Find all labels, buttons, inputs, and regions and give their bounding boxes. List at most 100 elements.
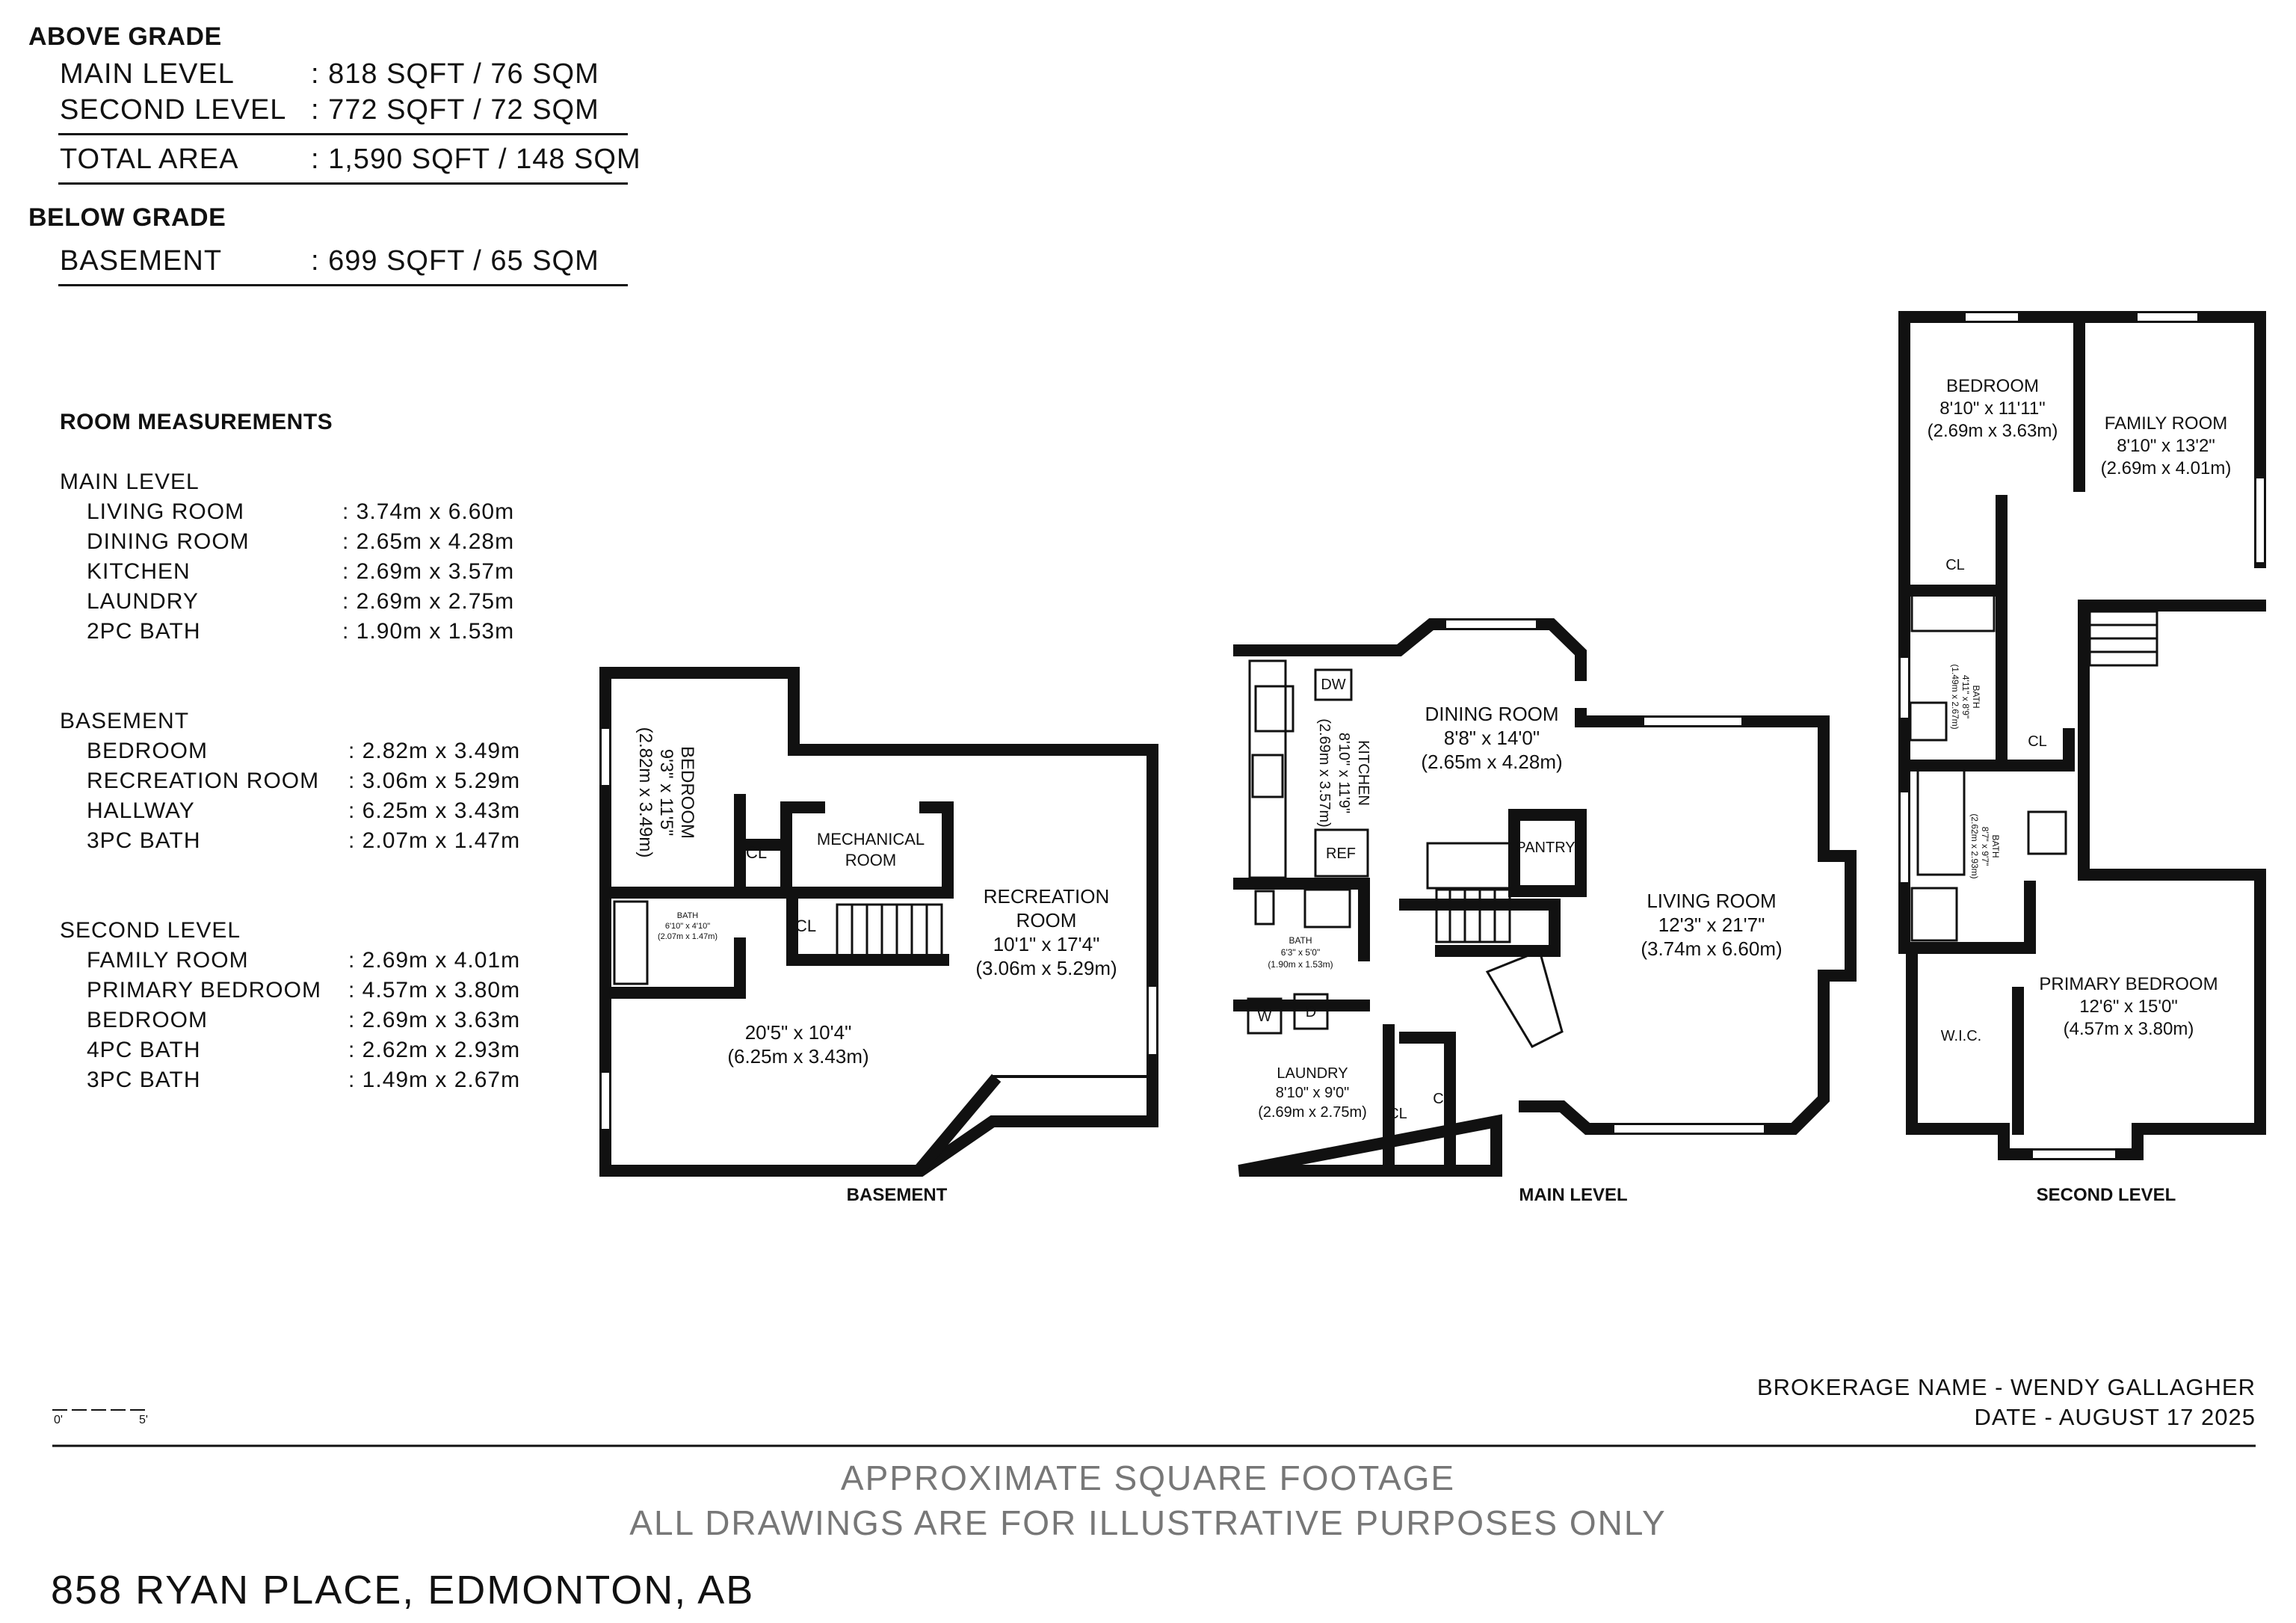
scale-end: 5' [139, 1414, 148, 1426]
room-metric: (1.90m x 1.53m) [1268, 959, 1333, 970]
room-size: : 4.57m x 3.80m [348, 978, 521, 1003]
room-size: : 2.69m x 2.75m [342, 589, 515, 614]
room-name: FAMILY ROOM [2105, 413, 2227, 434]
room-name: HALLWAY [87, 798, 195, 823]
room-dimension: 10'1" x 17'4" [993, 933, 1100, 955]
room-size: : 2.69m x 3.63m [348, 1008, 521, 1032]
room-dimension: 8'10" x 9'0" [1276, 1085, 1350, 1101]
room-size: : 2.07m x 1.47m [348, 828, 521, 853]
room-name: RECREATION ROOM [87, 769, 320, 793]
main-level-labels: DINING ROOM 8'8" x 14'0" (2.65m x 4.28m)… [1258, 677, 1783, 1205]
room-metric: (2.82m x 3.49m) [635, 727, 655, 858]
room-name: 2PC BATH [87, 619, 201, 644]
room-size: : 2.69m x 4.01m [348, 948, 521, 973]
dryer [1293, 993, 1329, 1030]
pantry-label: PANTRY [1516, 840, 1575, 856]
above-grade-heading: ABOVE GRADE [28, 22, 222, 51]
room-name: BATH [1289, 935, 1312, 946]
room-dimension: 8'10" x 11'11" [1939, 398, 2045, 419]
room-dimension: 4'11" x 8'9" [1960, 675, 1971, 718]
basement-exterior-wall [599, 667, 1158, 1177]
room-dimension: 12'6" x 15'0" [2079, 997, 2178, 1017]
dishwasher-label: DW [1321, 677, 1345, 693]
walk-in-closet-label: W.I.C. [1941, 1028, 1981, 1044]
room-dimension: 9'3" x 11'5" [656, 749, 676, 837]
windows [602, 313, 2264, 1158]
total-area-value: : 1,590 SQFT / 148 SQM [311, 144, 641, 175]
room-name: BEDROOM [87, 1008, 209, 1032]
room-name: RECREATION [984, 885, 1110, 908]
room-size: : 3.06m x 5.29m [348, 769, 521, 793]
room-metric: (4.57m x 3.80m) [2064, 1019, 2194, 1039]
room-name: LIVING ROOM [87, 499, 245, 524]
room-metric: (2.69m x 3.57m) [1316, 718, 1333, 828]
room-name: 4PC BATH [87, 1038, 201, 1062]
room-measurements-heading: ROOM MEASUREMENTS [60, 410, 333, 434]
room-name: KITCHEN [87, 559, 191, 584]
room-size: : 2.62m x 2.93m [348, 1038, 521, 1062]
room-size: : 2.69m x 3.57m [342, 559, 515, 584]
basement-area-value: : 699 SQFT / 65 SQM [311, 245, 599, 277]
closet-label: CL [1433, 1091, 1452, 1107]
second-level-floor-title: SECOND LEVEL [2037, 1185, 2176, 1205]
room-name: LAUNDRY [1277, 1065, 1348, 1082]
room-metric: (3.06m x 5.29m) [975, 957, 1117, 979]
second-level-labels: BEDROOM 8'10" x 11'11" (2.69m x 3.63m) F… [1928, 376, 2232, 1205]
room-name: DINING ROOM [1425, 703, 1558, 725]
dishwasher [1314, 668, 1353, 701]
fixtures [613, 591, 2158, 1048]
room-name: BATH [677, 911, 699, 920]
room-name: ROOM [845, 851, 896, 869]
basin [1303, 888, 1351, 928]
room-name: BEDROOM [677, 746, 697, 839]
room-name: BEDROOM [87, 739, 209, 763]
dryer-label: D [1306, 1004, 1316, 1020]
room-name: FAMILY ROOM [87, 948, 249, 973]
room-metric: (3.74m x 6.60m) [1641, 937, 1782, 960]
property-address: 858 RYAN PLACE, EDMONTON, AB [51, 1568, 755, 1613]
illustrative-disclaimer: ALL DRAWINGS ARE FOR ILLUSTRATIVE PURPOS… [629, 1503, 1667, 1542]
plan-date: DATE - AUGUST 17 2025 [1974, 1404, 2256, 1430]
room-metric: (2.69m x 2.75m) [1258, 1104, 1367, 1121]
room-name: MECHANICAL [817, 830, 925, 849]
divider [58, 182, 628, 185]
total-area-label: TOTAL AREA [60, 144, 239, 175]
range [1251, 754, 1284, 798]
toilet [1254, 890, 1275, 926]
room-name: BATH [1990, 834, 2001, 857]
kitchen-counter [1248, 659, 1287, 879]
bathtub [613, 900, 649, 985]
main-level-group-heading: MAIN LEVEL [60, 469, 200, 494]
room-dimension: 6'3" x 5'0" [1281, 947, 1320, 958]
room-metric: (2.07m x 1.47m) [658, 932, 718, 941]
second-interior-wall [1898, 311, 2085, 1135]
room-metric: (2.69m x 3.63m) [1928, 421, 2058, 441]
room-metric: (2.65m x 4.28m) [1421, 751, 1562, 773]
room-name: BATH [1971, 685, 1981, 708]
stair-treads [851, 905, 928, 955]
second-level-area-value: : 772 SQFT / 72 SQM [311, 94, 599, 126]
divider [58, 133, 628, 135]
main-level-floor-title: MAIN LEVEL [1519, 1185, 1627, 1205]
second-level-group-heading: SECOND LEVEL [60, 918, 241, 943]
main-level-area-label: MAIN LEVEL [60, 58, 235, 90]
room-metric: (2.69m x 4.01m) [2101, 458, 2232, 478]
basement-diagonal-wall [913, 1074, 1002, 1175]
basement-area-label: BASEMENT [60, 245, 223, 277]
closet-label: CL [1945, 557, 1965, 573]
room-name: LAUNDRY [87, 589, 199, 614]
bathtub [1910, 591, 1996, 632]
vanity [2027, 810, 2067, 855]
below-grade-heading: BELOW GRADE [28, 203, 226, 232]
room-dimension: 8'10" x 13'2" [2117, 436, 2215, 456]
hallway-dimension: 20'5" x 10'4" [745, 1021, 852, 1044]
basement-bath-wall [599, 937, 746, 999]
hallway-metric: (6.25m x 3.43m) [727, 1045, 868, 1068]
basement-plan [599, 667, 1158, 1177]
basement-stair-wall [786, 891, 949, 966]
basement-mechanical-wall [780, 801, 954, 899]
room-metric: (1.49m x 2.67m) [1950, 664, 1960, 729]
second-level-area-label: SECOND LEVEL [60, 94, 287, 126]
basement-labels: BEDROOM 9'3" x 11'5" (2.82m x 3.49m) MEC… [635, 727, 1117, 1205]
